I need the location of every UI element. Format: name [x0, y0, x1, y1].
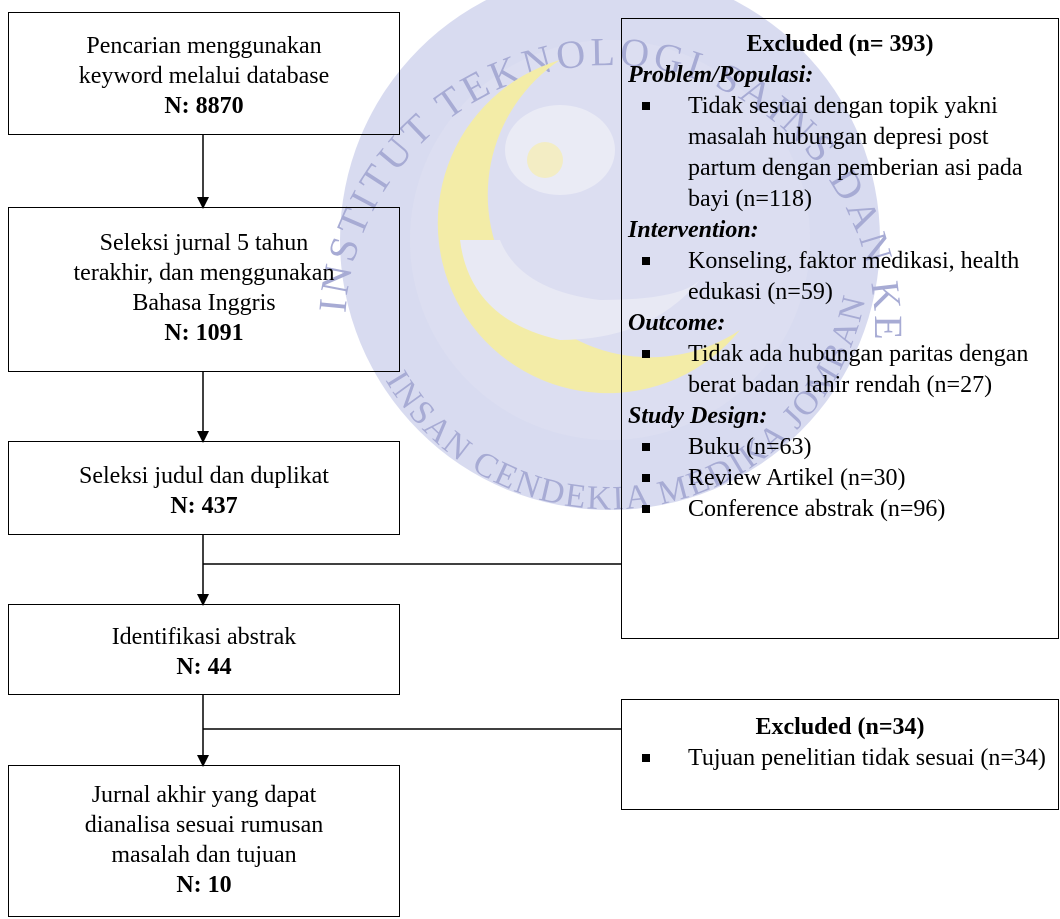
square-bullet-icon [642, 102, 650, 110]
flow-box-text: terakhir, dan menggunakan [73, 260, 335, 286]
square-bullet-icon [642, 257, 650, 265]
category-label-outcome: Outcome: [628, 310, 726, 336]
flow-box-text: Identifikasi abstrak [111, 624, 297, 650]
flow-box-text: Bahasa Inggris [132, 290, 276, 316]
flow-box-text: masalah dan tujuan [111, 842, 297, 868]
flow-box-title-duplicate: Seleksi judul dan duplikat N: 437 [8, 441, 400, 535]
list-item: Tidak ada hubungan paritas dengan berat … [622, 339, 1058, 401]
flow-box-text: Jurnal akhir yang dapat [91, 782, 317, 808]
list-item-text: Konseling, faktor medikasi, health eduka… [688, 248, 1020, 305]
excluded-title: Excluded (n=34) [755, 714, 925, 740]
flow-box-count: N: 1091 [164, 320, 244, 346]
list-item-text: Conference abstrak (n=96) [688, 496, 946, 522]
list-item-text: Review Artikel (n=30) [688, 465, 906, 491]
list-item: Tidak sesuai dengan topik yakni masalah … [622, 91, 1058, 215]
square-bullet-icon [642, 505, 650, 513]
excluded-list: Tujuan penelitian tidak sesuai (n=34) [622, 743, 1058, 774]
list-item: Tujuan penelitian tidak sesuai (n=34) [622, 743, 1058, 774]
square-bullet-icon [642, 350, 650, 358]
category-label-intervention: Intervention: [628, 217, 759, 243]
flow-box-count: N: 10 [176, 872, 232, 898]
square-bullet-icon [642, 754, 650, 762]
list-item-text: Buku (n=63) [688, 434, 812, 460]
excluded-title: Excluded (n= 393) [746, 31, 934, 57]
flow-box-count: N: 437 [170, 493, 238, 519]
excluded-box-2: Excluded (n=34) Tujuan penelitian tidak … [621, 699, 1059, 810]
category-label-study-design: Study Design: [628, 403, 768, 429]
list-item-text: Tujuan penelitian tidak sesuai (n=34) [688, 745, 1046, 771]
flow-box-text: Seleksi jurnal 5 tahun [99, 230, 309, 256]
list-item-text: Tidak sesuai dengan topik yakni masalah … [688, 93, 1023, 212]
category-list-problem: Tidak sesuai dengan topik yakni masalah … [622, 91, 1058, 215]
flow-box-text: keyword melalui database [78, 63, 330, 89]
flow-box-text: Seleksi judul dan duplikat [79, 463, 329, 489]
list-item: Conference abstrak (n=96) [622, 494, 1058, 525]
flow-box-count: N: 8870 [164, 93, 244, 119]
flow-box-final-journals: Jurnal akhir yang dapat dianalisa sesuai… [8, 765, 400, 917]
flow-box-text: dianalisa sesuai rumusan [84, 812, 324, 838]
list-item-text: Tidak ada hubungan paritas dengan berat … [688, 341, 1029, 398]
flow-box-abstract: Identifikasi abstrak N: 44 [8, 604, 400, 695]
category-list-study-design: Buku (n=63) Review Artikel (n=30) Confer… [622, 432, 1058, 525]
category-list-intervention: Konseling, faktor medikasi, health eduka… [622, 246, 1058, 308]
flow-box-selection-year-language: Seleksi jurnal 5 tahun terakhir, dan men… [8, 207, 400, 372]
flow-box-count: N: 44 [176, 654, 232, 680]
square-bullet-icon [642, 474, 650, 482]
hand-icon [460, 240, 700, 340]
category-label-problem: Problem/Populasi: [628, 62, 814, 88]
excluded-box-1: Excluded (n= 393) Problem/Populasi: Tida… [621, 18, 1059, 639]
flow-box-text: Pencarian menggunakan [86, 33, 322, 59]
list-item: Konseling, faktor medikasi, health eduka… [622, 246, 1058, 308]
square-bullet-icon [642, 443, 650, 451]
list-item: Buku (n=63) [622, 432, 1058, 463]
category-list-outcome: Tidak ada hubungan paritas dengan berat … [622, 339, 1058, 401]
list-item: Review Artikel (n=30) [622, 463, 1058, 494]
flow-box-search: Pencarian menggunakan keyword melalui da… [8, 12, 400, 135]
